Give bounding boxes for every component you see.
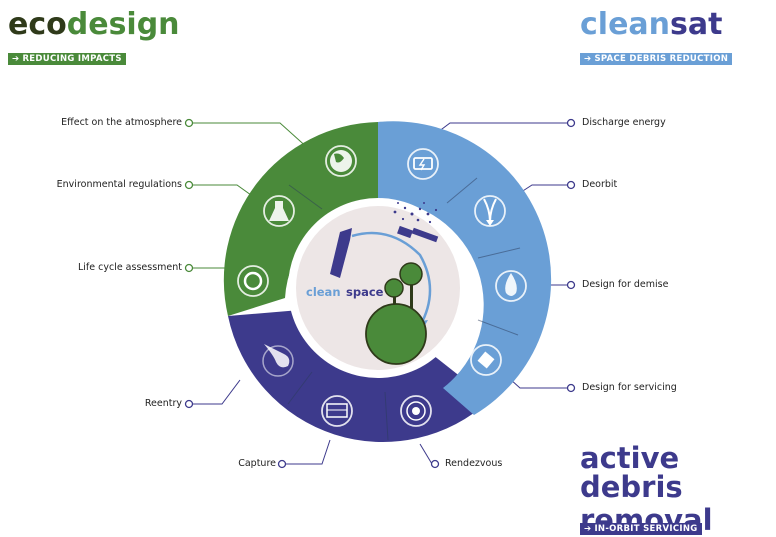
arrow-right-icon: ➔ — [584, 54, 592, 64]
rocket-illustration — [330, 228, 352, 278]
separator-3 — [477, 247, 521, 259]
satellite-panel — [411, 227, 439, 243]
recycle-icon — [237, 265, 269, 297]
cleansat-title: cleansat — [580, 10, 722, 40]
dot-rendezvous — [430, 459, 440, 469]
meteor-icon — [262, 344, 294, 377]
center-label-clean: clean — [306, 285, 341, 299]
label-capture: Capture — [238, 458, 276, 469]
connector-atmosphere — [192, 122, 311, 151]
dot-capture — [277, 459, 287, 469]
cleansat-tag-text: SPACE DEBRIS REDUCTION — [594, 54, 729, 64]
label-discharge-energy: Discharge energy — [582, 117, 666, 128]
sector-separators — [287, 177, 521, 441]
dot-discharge — [566, 118, 576, 128]
target-icon — [400, 395, 432, 427]
cleansat-title-clean: clean — [580, 7, 671, 42]
dot-reentry — [184, 399, 194, 409]
ecodesign-title-eco: eco — [8, 7, 67, 42]
label-design-for-demise: Design for demise — [582, 279, 669, 290]
dot-servicing — [566, 383, 576, 393]
label-effect-atmosphere: Effect on the atmosphere — [61, 117, 182, 128]
connector-rendezvous — [419, 443, 433, 465]
label-deorbit: Deorbit — [582, 179, 618, 190]
ecodesign-title: ecodesign — [8, 10, 180, 40]
separator-1 — [288, 184, 323, 210]
satellite-body — [397, 225, 413, 239]
satellite-illustration — [397, 225, 439, 243]
adr-title-line1: active debris — [580, 441, 683, 504]
dot-regulations — [184, 180, 194, 190]
label-life-cycle-assessment: Life cycle assessment — [77, 262, 182, 273]
arrow-right-icon: ➔ — [12, 54, 20, 64]
label-reentry: Reentry — [144, 398, 182, 409]
tree-left-icon — [384, 278, 404, 298]
cleansat-tag: ➔SPACE DEBRIS REDUCTION — [580, 53, 733, 65]
separator-5 — [287, 371, 313, 405]
label-design-for-servicing: Design for servicing — [582, 382, 677, 393]
connector-capture — [285, 439, 331, 465]
label-environmental-regulations: Environmental regulations — [56, 179, 182, 190]
globe-icon — [325, 145, 357, 177]
connector-reentry — [192, 379, 241, 405]
separator-2 — [446, 177, 478, 204]
adr-tag-text: IN-ORBIT SERVICING — [594, 524, 698, 534]
cleansat-title-sat: sat — [670, 7, 723, 42]
adr-tag: ➔IN-ORBIT SERVICING — [580, 523, 702, 535]
separator-6 — [384, 391, 389, 441]
label-rendezvous: Rendezvous — [445, 458, 503, 469]
deorbit-arrow-icon — [474, 195, 506, 227]
flame-icon — [495, 270, 527, 302]
debris-dots — [393, 202, 438, 224]
ecodesign-tag: ➔REDUCING IMPACTS — [8, 53, 126, 65]
planet-illustration — [365, 262, 427, 365]
connector-dots — [184, 118, 576, 469]
dot-deorbit — [566, 180, 576, 190]
battery-icon — [407, 148, 439, 180]
tree-right-icon — [399, 262, 423, 286]
net-icon — [321, 395, 353, 427]
separator-4 — [477, 319, 519, 336]
orbit-arrow — [351, 231, 432, 327]
arrow-right-icon: ➔ — [584, 524, 592, 534]
dot-demise — [566, 280, 576, 290]
ring-sector-cleansat — [378, 121, 552, 415]
satellite-icon — [470, 344, 502, 376]
rocket-icon — [330, 228, 352, 278]
center-label-space: space — [346, 285, 384, 299]
dot-atmosphere — [184, 118, 194, 128]
ecodesign-tag-text: REDUCING IMPACTS — [22, 54, 122, 64]
ecodesign-title-design: design — [66, 7, 180, 42]
flask-icon — [263, 195, 295, 227]
dot-lca — [184, 263, 194, 273]
planet-globe — [365, 303, 427, 365]
